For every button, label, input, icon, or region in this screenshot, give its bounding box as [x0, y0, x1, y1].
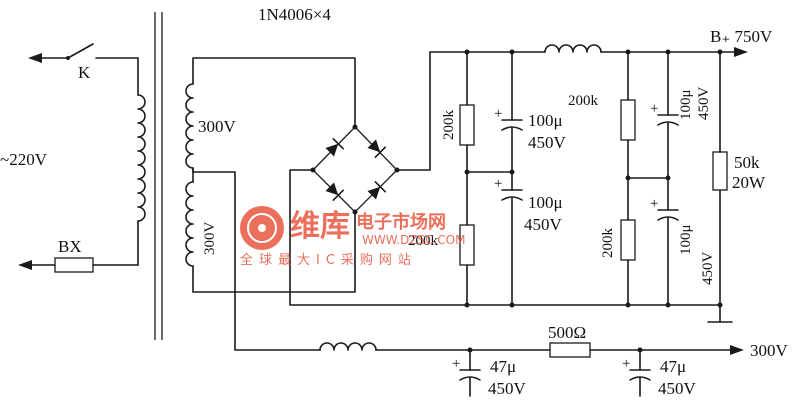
r-series-label: 500Ω	[548, 323, 586, 342]
capacitor-c5-plate2	[459, 376, 481, 381]
resistor-r1	[459, 104, 475, 146]
r4-label: 200k	[600, 228, 616, 259]
watermark-url: WWW.DZSC.COM	[362, 233, 465, 247]
secondary-top-wire	[192, 57, 356, 128]
fuse-bx	[54, 257, 94, 273]
svg-text:+: +	[650, 101, 658, 117]
watermark-slogan: 全球最大IC采购网站	[240, 252, 417, 268]
svg-text:+: +	[622, 356, 630, 372]
r1-label: 200k	[441, 110, 457, 141]
c4-voltage: 450V	[700, 252, 716, 286]
r3-label: 200k	[568, 93, 599, 109]
secondary-bottom-wire	[192, 211, 356, 293]
c1-value: 100μ	[528, 111, 563, 130]
output-low-label: 300V	[750, 341, 789, 360]
resistor-500-ohm	[549, 342, 591, 358]
positive-rail-wire	[396, 51, 546, 171]
mains-top-lead	[28, 53, 69, 63]
c2-value: 100μ	[528, 193, 563, 212]
r-load-power: 20W	[732, 173, 766, 192]
choke-top	[544, 44, 602, 53]
capacitor-c4-plate2	[657, 216, 679, 221]
r2-label: 200k	[408, 233, 439, 249]
fuse-label: BX	[58, 237, 82, 256]
capacitor-c3-plate2	[657, 121, 679, 126]
mains-bottom-lead	[18, 257, 139, 273]
c4-value: 100μ	[678, 224, 694, 255]
c5-voltage: 450V	[488, 379, 527, 398]
winding-lower-label: 300V	[202, 222, 218, 256]
output-low-arrow	[730, 345, 744, 355]
resistor-load	[712, 151, 728, 191]
resistor-r3	[620, 99, 636, 141]
output-high-label: B₊ 750V	[710, 27, 773, 46]
choke-bottom	[319, 342, 377, 351]
c6-voltage: 450V	[658, 379, 697, 398]
capacitor-c1-plate2	[501, 126, 523, 131]
primary-winding	[137, 94, 146, 222]
c5-value: 47μ	[490, 357, 516, 376]
bridge-label: 1N4006×4	[258, 5, 331, 24]
c3-value: 100μ	[678, 89, 694, 120]
watermark: 维库 电子市场网 WWW.DZSC.COM 全球最大IC采购网站	[240, 206, 465, 268]
c6-value: 47μ	[660, 357, 686, 376]
negative-rail-wire	[289, 169, 721, 306]
watermark-brand-sub: 电子市场网	[356, 211, 446, 233]
c2-voltage: 450V	[524, 215, 563, 234]
watermark-brand: 维库	[290, 209, 350, 244]
switch-label: K	[78, 63, 91, 82]
r-load-value: 50k	[734, 153, 760, 172]
transformer-core	[154, 12, 163, 340]
svg-text:+: +	[494, 176, 502, 192]
c1-voltage: 450V	[528, 133, 567, 152]
svg-text:+: +	[650, 196, 658, 212]
mains-voltage-label: ~220V	[0, 150, 48, 169]
capacitor-c6-plate2	[629, 376, 651, 381]
resistor-r4	[620, 219, 636, 261]
capacitor-c2-plate2	[501, 196, 523, 201]
winding-upper-label: 300V	[198, 117, 237, 136]
diode-bridge	[310, 124, 400, 215]
svg-text:+: +	[452, 356, 460, 372]
secondary-winding-lower	[185, 181, 194, 267]
c3-voltage: 450V	[696, 87, 712, 121]
secondary-winding-upper	[185, 83, 194, 169]
output-high-arrow	[719, 47, 748, 57]
switch-k	[66, 43, 139, 60]
svg-text:+: +	[494, 106, 502, 122]
